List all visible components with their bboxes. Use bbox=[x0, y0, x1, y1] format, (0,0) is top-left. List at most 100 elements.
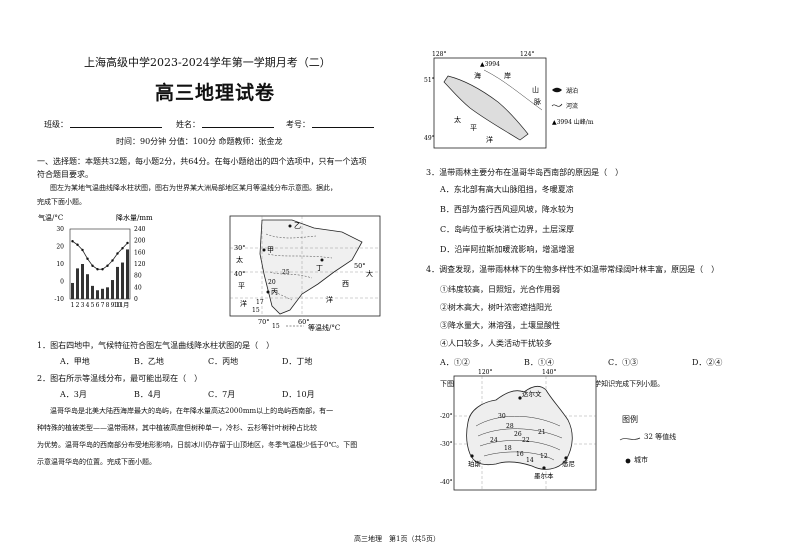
lat-label: -40° bbox=[440, 479, 453, 486]
vancouver-island bbox=[443, 75, 529, 141]
lon-label: 140° bbox=[542, 369, 556, 376]
temp-point bbox=[126, 241, 129, 245]
q1-option-b[interactable]: B．乙地 bbox=[134, 357, 164, 366]
isotherm-value: 15 bbox=[252, 307, 260, 314]
peak-label: ▲3994 bbox=[480, 61, 500, 68]
point-bing bbox=[266, 290, 270, 294]
precip-bar bbox=[126, 249, 129, 299]
contour-line bbox=[477, 428, 563, 439]
temp-tick-label: 10 bbox=[56, 261, 64, 268]
q4-statement: ①纬度较高，日照短，光合作用弱 bbox=[440, 285, 560, 294]
q3-option-d[interactable]: D．沿岸阿拉斯加暖流影响，增温增湿 bbox=[440, 245, 575, 254]
temp-point bbox=[101, 268, 104, 271]
month-tick-label: 9 bbox=[111, 302, 115, 309]
q4-option-d[interactable]: D．②④ bbox=[692, 358, 723, 367]
question-4-stem: 4．调查发现，温带雨林林下的生物多样性不如温带常绿阔叶林丰富，原因是（ ） bbox=[426, 265, 720, 274]
legend-river: 河流 bbox=[566, 102, 578, 110]
ocean-label: 大 bbox=[366, 269, 373, 278]
precip-tick-label: 0 bbox=[134, 296, 138, 303]
q1-option-d[interactable]: D．丁地 bbox=[282, 357, 313, 366]
map-label: 洋 bbox=[486, 135, 493, 144]
temp-point bbox=[86, 257, 89, 260]
question-3-stem: 3．温带雨林主要分布在温哥华岛西南部的原因是（ ） bbox=[426, 168, 624, 177]
legend-city: 城市 bbox=[634, 456, 648, 464]
q4-option-b[interactable]: B．①④ bbox=[524, 358, 554, 367]
isotherm-line bbox=[265, 233, 317, 239]
legend-contour: 32 等值线 bbox=[644, 433, 677, 441]
contour-line bbox=[483, 451, 555, 461]
precip-bar bbox=[111, 280, 114, 299]
q1-option-a[interactable]: A．甲地 bbox=[60, 357, 90, 366]
q4-option-c[interactable]: C．①③ bbox=[608, 358, 639, 367]
temp-point bbox=[116, 252, 119, 255]
q3-option-c[interactable]: C．岛屿位于板块消亡边界，土层深厚 bbox=[440, 225, 575, 234]
isotherm-line bbox=[267, 253, 333, 259]
month-tick-label: 8 bbox=[106, 302, 110, 309]
exam-meta: 时间：90分钟 分值：100分 命题教师：张金龙 bbox=[116, 137, 283, 146]
city-dot bbox=[470, 454, 474, 458]
q1-option-c[interactable]: C．丙地 bbox=[208, 357, 239, 366]
lat-label: 40° bbox=[234, 270, 246, 278]
ocean-label: 洋 bbox=[326, 295, 333, 304]
city-label: 珀斯 bbox=[468, 459, 482, 468]
precip-bar bbox=[106, 287, 109, 299]
legend-lake: 湖泊 bbox=[566, 87, 578, 95]
precip-tick-label: 80 bbox=[134, 273, 142, 280]
australia-landmass bbox=[466, 386, 573, 470]
city-dot bbox=[564, 456, 568, 460]
precip-bar bbox=[81, 264, 84, 299]
lat-label: 49° bbox=[424, 135, 435, 142]
q2-option-b[interactable]: B．4月 bbox=[134, 390, 161, 399]
temp-point bbox=[81, 248, 84, 252]
q4-option-a[interactable]: A．①② bbox=[440, 358, 470, 367]
passage2-line: 示意温哥华岛的位置。完成下面小题。 bbox=[37, 458, 156, 466]
question-1-stem: 1．图右四地中，气候特征符合图左气温曲线降水柱状图的是（ ） bbox=[37, 341, 275, 350]
city-label: 墨尔本 bbox=[534, 471, 554, 480]
lon-label: 128° bbox=[432, 51, 446, 58]
precip-tick-label: 240 bbox=[134, 226, 146, 233]
q2-option-d[interactable]: D．10月 bbox=[282, 390, 315, 399]
passage1: 图左为某地气温曲线降水柱状图，图右为世界某大洲局部地区某月等温线分布示意图。据此… bbox=[50, 184, 337, 192]
temp-axis-title: 气温/°C bbox=[38, 213, 63, 222]
place-label-ding: 丁 bbox=[316, 264, 323, 272]
lon-label: 120° bbox=[478, 369, 492, 376]
precip-bar bbox=[76, 268, 79, 299]
class-label: 班级： bbox=[44, 120, 68, 129]
temp-point bbox=[106, 264, 109, 267]
isotherm-value: 17 bbox=[256, 299, 264, 306]
month-tick-label: 1 bbox=[71, 302, 75, 309]
contour-value: 21 bbox=[538, 429, 546, 436]
q3-option-a[interactable]: A．东北部有高大山脉阻挡，冬暖夏凉 bbox=[440, 185, 574, 194]
vancouver-island-map: 128° 124° 51° 49° ▲3994 海 岸 山 脉 太 平 洋 湖泊… bbox=[424, 51, 594, 149]
name-field[interactable] bbox=[202, 127, 274, 128]
q2-option-c[interactable]: C．7月 bbox=[208, 390, 236, 399]
temperature-line bbox=[72, 240, 128, 270]
place-label-yi: 乙 bbox=[294, 222, 301, 230]
name-label: 姓名： bbox=[176, 120, 200, 129]
lon-label: 124° bbox=[520, 51, 534, 58]
lat-label: -20° bbox=[440, 413, 453, 420]
chart-frame bbox=[69, 228, 131, 300]
school-line: 上海高级中学2023-2024学年第一学期月考（二） bbox=[84, 56, 331, 69]
map-label: 太 bbox=[454, 115, 461, 124]
month-tick-label: 10 bbox=[114, 302, 122, 309]
precip-bar bbox=[86, 274, 89, 299]
map-label: 岸 bbox=[504, 72, 511, 80]
exam-no-field[interactable] bbox=[312, 127, 374, 128]
precip-bar bbox=[101, 288, 104, 299]
q4-statement: ②树木高大，树叶浓密遮挡阳光 bbox=[440, 303, 552, 312]
temp-point bbox=[96, 268, 99, 271]
page-footer: 高三地理 第1页（共5页） bbox=[354, 535, 440, 543]
month-tick-label: 4 bbox=[86, 302, 90, 309]
q3-option-b[interactable]: B．西部为盛行西风迎风坡，降水较为 bbox=[440, 205, 574, 214]
precip-tick-label: 160 bbox=[134, 249, 146, 256]
exam-no-label: 考号： bbox=[286, 120, 310, 129]
q2-option-a[interactable]: A．3月 bbox=[60, 390, 87, 399]
precip-tick-label: 120 bbox=[134, 261, 146, 268]
legend-city-dot bbox=[625, 458, 631, 464]
place-label-bing: 丙 bbox=[271, 288, 278, 296]
class-field[interactable] bbox=[70, 127, 162, 128]
contour-value: 22 bbox=[522, 437, 530, 444]
legend-contour-sample bbox=[619, 437, 641, 441]
passage2-line: 为优势。温哥华岛的西南部分布受地形影响，日前冰川仍存留于山顶地区，冬季气温极少低… bbox=[37, 441, 358, 449]
